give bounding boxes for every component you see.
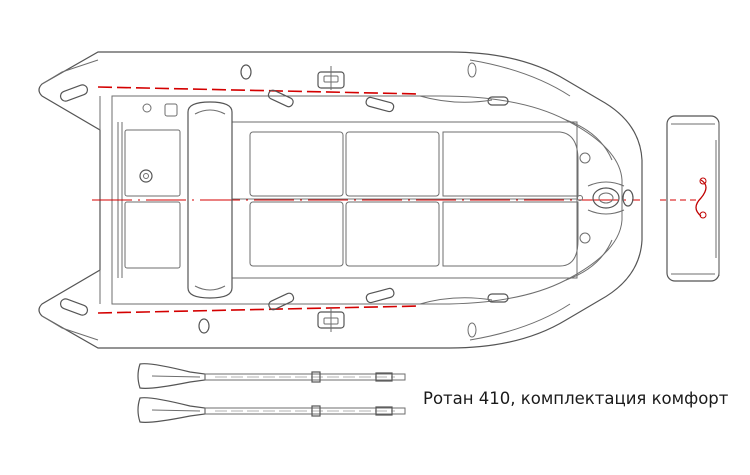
caption: Ротан 410, комплектация комфорт (423, 389, 729, 408)
oarlocks (317, 66, 345, 332)
seat (187, 101, 233, 299)
floor-panels (124, 121, 579, 279)
oar-lower (137, 397, 406, 423)
side-handles (59, 84, 509, 316)
reference-lines (92, 86, 640, 314)
oar-upper (137, 363, 406, 389)
cockpit-inner (111, 95, 623, 305)
side-view (660, 115, 720, 282)
upper-tube (38, 51, 643, 349)
oars (137, 363, 406, 423)
bow-locker (587, 181, 634, 215)
valves (142, 62, 591, 338)
drain-plug (139, 169, 153, 183)
